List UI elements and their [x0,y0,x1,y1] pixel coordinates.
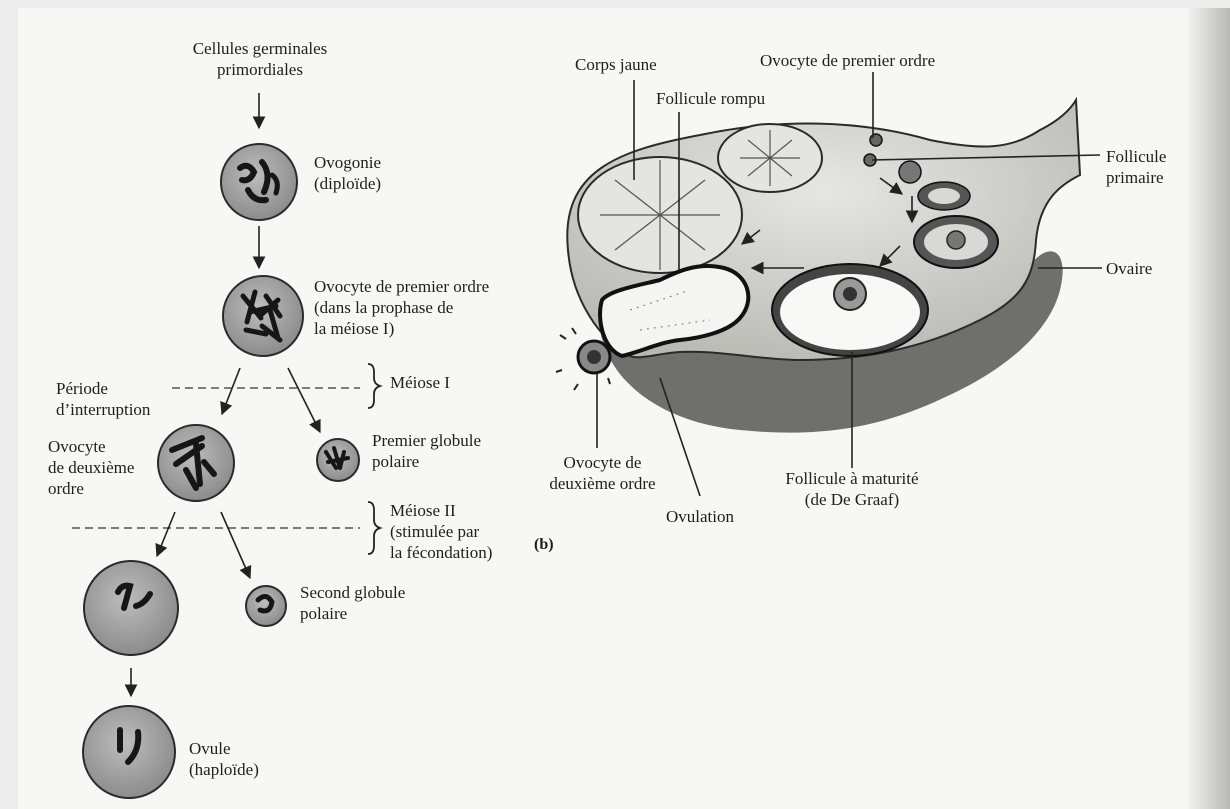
arrow-primary-to-polar-1 [288,368,320,432]
meiosis-2-brace [368,502,380,554]
label-meiosis-1: Méiose I [390,372,510,393]
meiosis-1-brace [368,364,380,408]
label-ovaire: Ovaire [1106,258,1186,279]
label-primary-oocyte: Ovocyte de premier ordre (dans la propha… [314,276,554,339]
label-follicule-rompu: Follicule rompu [656,88,816,109]
panel-letter-b: (b) [534,534,574,555]
label-germ-cells: Cellules germinales primordiales [165,38,355,80]
secondary-oocyte-cell [158,425,234,501]
ootid-cell [84,561,178,655]
label-corps-jaune: Corps jaune [575,54,695,75]
arrow-secondary-to-ovum [157,512,175,556]
arrow-secondary-to-polar-2 [221,512,250,578]
label-meiosis-2: Méiose II (stimulée par la fécondation) [390,500,540,563]
oogonium-cell [221,144,297,220]
first-polar-body-cell [317,439,359,481]
ovum-cell [83,706,175,798]
label-follicule-maturite: Follicule à maturité (de De Graaf) [752,468,952,510]
second-polar-body-cell [246,586,286,626]
label-first-polar-body: Premier globule polaire [372,430,532,472]
label-ovocyte-deuxieme-ordre: Ovocyte de deuxième ordre [540,452,665,494]
label-secondary-oocyte: Ovocyte de deuxième ordre [48,436,158,499]
label-second-polar-body: Second globule polaire [300,582,460,624]
primary-oocyte-cell [223,276,303,356]
label-oogonium: Ovogonie (diploïde) [314,152,474,194]
label-ovocyte-premier-ordre: Ovocyte de premier ordre [760,50,1000,71]
label-follicule-primaire: Follicule primaire [1106,146,1196,188]
arrow-primary-to-secondary [222,368,240,414]
label-ovum: Ovule (haploïde) [189,738,329,780]
label-arrest-period: Période d’interruption [56,378,196,420]
